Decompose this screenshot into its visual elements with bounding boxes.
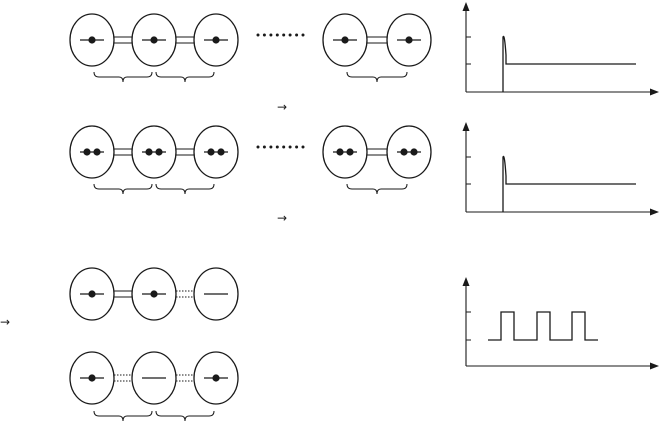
plot-2-y-arrowhead	[463, 122, 470, 131]
pair-brace	[156, 72, 214, 82]
cell-dot	[150, 290, 157, 297]
trace-plot-3	[463, 277, 660, 370]
ellipsis-dot	[282, 146, 285, 149]
chain-row-single-dot	[70, 14, 431, 82]
ellipsis-dot	[302, 34, 305, 37]
plot-3-trace	[488, 312, 598, 340]
pair-brace	[94, 184, 152, 194]
ellipsis-dot	[269, 34, 272, 37]
pair-brace	[347, 184, 407, 194]
cell-dot-right	[155, 148, 162, 155]
ellipsis-dot	[257, 34, 260, 37]
cell-dot	[88, 290, 95, 297]
plot-3-y-arrowhead	[463, 277, 470, 286]
cell-dot-right	[93, 148, 100, 155]
ellipsis-dot	[263, 34, 266, 37]
cell-dot	[88, 36, 95, 43]
ellipsis-dot	[269, 146, 272, 149]
trace-plot-1	[463, 2, 660, 96]
cell-dot-left	[400, 148, 407, 155]
arrow-mark-2: →	[277, 211, 287, 225]
cell-dot	[212, 374, 219, 381]
cell-dot-left	[83, 148, 90, 155]
pair-brace	[156, 411, 214, 421]
plot-3-x-arrowhead	[650, 363, 659, 370]
ellipsis-dot	[276, 146, 279, 149]
pair-brace	[94, 411, 152, 421]
chain-row-double-dot	[70, 126, 431, 194]
pair-brace	[347, 72, 407, 82]
cell-dot-right	[410, 148, 417, 155]
cell-dot-right	[217, 148, 224, 155]
ellipsis-dot	[257, 146, 260, 149]
plot-2-x-arrowhead	[650, 209, 659, 216]
ellipsis-dot	[282, 34, 285, 37]
cell-dot-left	[336, 148, 343, 155]
trace-plot-2	[463, 122, 660, 216]
ellipsis-dot	[295, 34, 298, 37]
plot-1-trace	[503, 36, 636, 92]
arrow-mark-3: →	[0, 315, 10, 329]
ellipsis-dot	[289, 146, 292, 149]
ellipsis-dot	[263, 146, 266, 149]
ellipsis-dot	[302, 146, 305, 149]
plot-1-x-arrowhead	[650, 89, 659, 96]
pair-brace	[156, 184, 214, 194]
cell-dot	[212, 36, 219, 43]
pair-brace	[94, 72, 152, 82]
chain-row-defect-b	[70, 352, 238, 421]
ellipsis-dot	[276, 34, 279, 37]
cell-dot	[150, 36, 157, 43]
cell-dot-right	[346, 148, 353, 155]
ellipsis-dot	[289, 34, 292, 37]
plot-2-trace	[503, 156, 636, 212]
cell-dot	[405, 36, 412, 43]
cell-dot-left	[145, 148, 152, 155]
cell-dot	[341, 36, 348, 43]
chain-row-defect-a	[70, 268, 238, 320]
cell-dot	[88, 374, 95, 381]
arrow-mark-1: →	[277, 100, 287, 114]
plot-1-y-arrowhead	[463, 2, 470, 11]
cell-dot-left	[207, 148, 214, 155]
ellipsis-dot	[295, 146, 298, 149]
